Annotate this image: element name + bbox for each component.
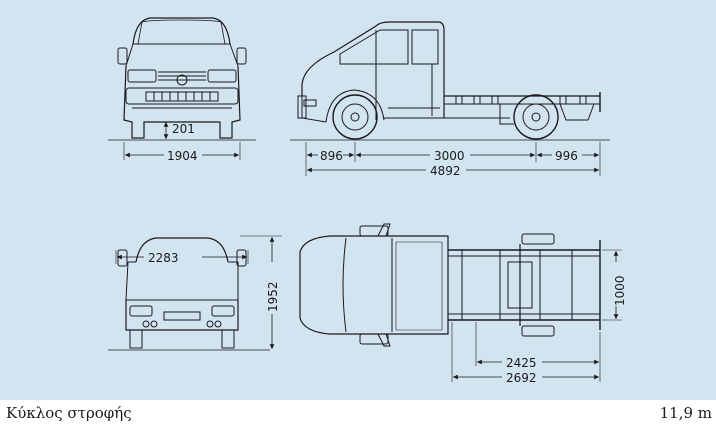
frame-length-inner-label: 2425 xyxy=(506,356,537,370)
turning-circle-row: Κύκλος στροφής 11,9 m xyxy=(0,400,716,427)
wheelbase-label: 3000 xyxy=(434,149,465,163)
overall-length-label: 4892 xyxy=(430,164,461,178)
overall-height-label: 1952 xyxy=(266,281,280,312)
rear-overhang-label: 996 xyxy=(555,149,578,163)
frame-length-outer-label: 2692 xyxy=(506,371,537,385)
turning-circle-value: 11,9 m xyxy=(659,404,712,422)
side-view xyxy=(290,21,610,176)
ground-clearance-label: 201 xyxy=(172,122,195,136)
front-overhang-label: 896 xyxy=(320,149,343,163)
frame-width-label: 1000 xyxy=(613,275,627,306)
front-width-label: 1904 xyxy=(167,149,198,163)
rear-view xyxy=(108,235,282,351)
top-view xyxy=(299,223,622,382)
mirror-span-label: 2283 xyxy=(148,251,179,265)
front-view xyxy=(108,17,256,160)
turning-circle-label: Κύκλος στροφής xyxy=(6,404,132,422)
vehicle-drawing: 201 1904 xyxy=(108,17,627,385)
diagram-panel: 201 1904 xyxy=(0,0,716,400)
